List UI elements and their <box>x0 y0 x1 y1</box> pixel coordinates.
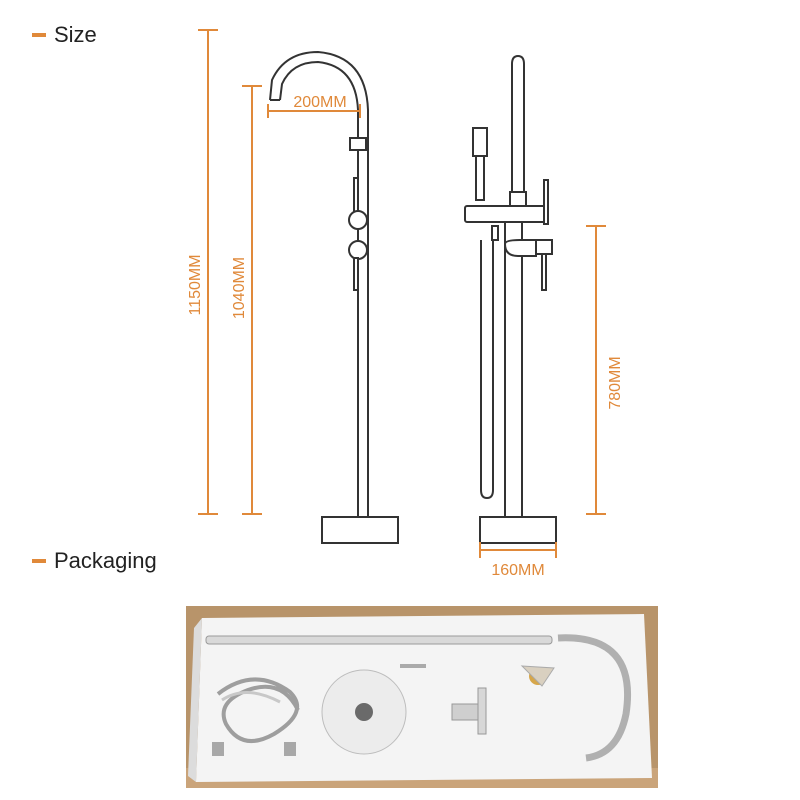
heading-marker <box>32 33 46 37</box>
holder-height-dimension <box>586 225 606 515</box>
size-heading: Size <box>32 22 97 48</box>
faucet-dimension-drawing: 1150MM 1040MM 200MM <box>187 29 624 579</box>
total-height-dimension <box>198 29 218 515</box>
faucet-front-view <box>464 54 557 544</box>
size-heading-text: Size <box>54 22 97 47</box>
packaging-heading-text: Packaging <box>54 548 157 573</box>
spout-reach-label: 200MM <box>293 94 346 111</box>
heading-marker <box>32 559 46 563</box>
packaging-heading: Packaging <box>32 548 157 574</box>
spout-reach-dimension <box>267 104 361 118</box>
base-diameter-label: 160MM <box>491 562 544 579</box>
packaging-photo <box>186 606 658 788</box>
spout-height-dimension <box>242 85 262 515</box>
total-height-label: 1150MM <box>187 254 204 315</box>
holder-height-label: 780MM <box>607 356 624 409</box>
base-diameter-dimension <box>479 542 557 558</box>
spout-height-label: 1040MM <box>231 257 248 319</box>
faucet-side-view <box>269 50 399 544</box>
